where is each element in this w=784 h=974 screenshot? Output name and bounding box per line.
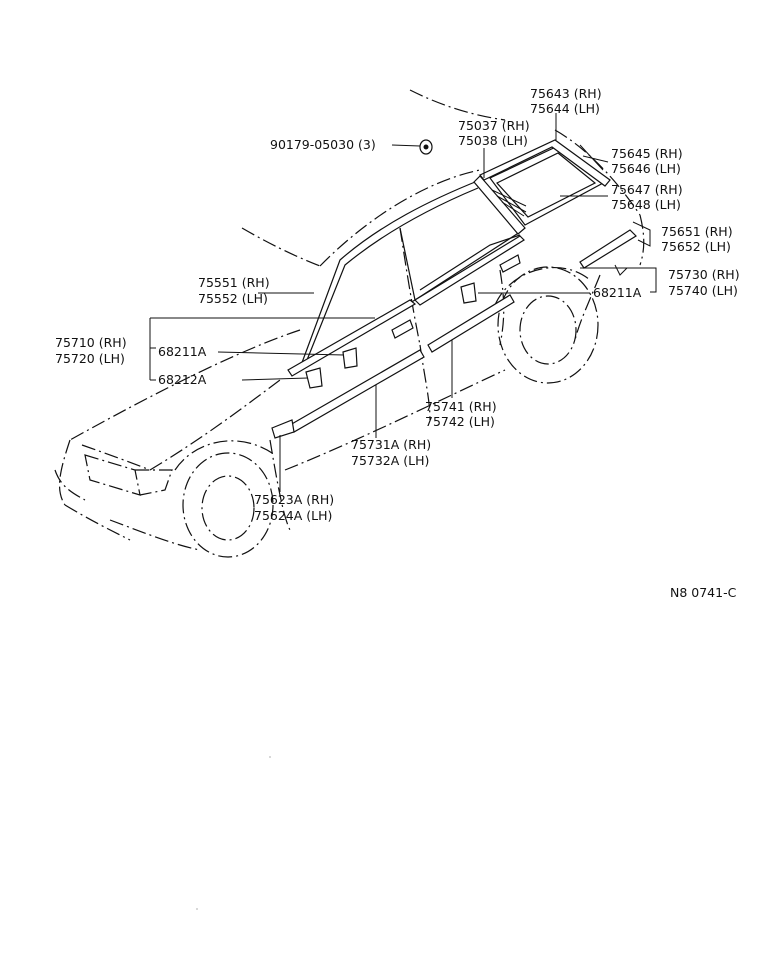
label-75710: 75710 (RH) [55, 335, 127, 350]
scan-speck [269, 756, 271, 758]
label-75720: 75720 (LH) [55, 351, 125, 366]
label-75646: 75646 (LH) [611, 161, 681, 176]
label-75647: 75647 (RH) [611, 182, 683, 197]
label-75730: 75730 (RH) [668, 267, 740, 282]
leader-lines [149, 113, 657, 492]
label-75742: 75742 (LH) [425, 414, 495, 429]
scan-speck [196, 908, 198, 910]
label-75644: 75644 (LH) [530, 101, 600, 116]
label-75732a: 75732A (LH) [351, 453, 429, 468]
label-75643: 75643 (RH) [530, 86, 602, 101]
label-75551: 75551 (RH) [198, 275, 270, 290]
label-68211a-left: 68211A [158, 344, 207, 359]
label-68211a-right: 68211A [593, 285, 642, 300]
label-75652: 75652 (LH) [661, 239, 731, 254]
part-labels: 75643 (RH) 75644 (LH) 75037 (RH) 75038 (… [55, 86, 740, 600]
label-75624a: 75624A (LH) [254, 508, 332, 523]
label-68212a: 68212A [158, 372, 207, 387]
label-75037: 75037 (RH) [458, 118, 530, 133]
label-75038: 75038 (LH) [458, 133, 528, 148]
label-75552: 75552 (LH) [198, 291, 268, 306]
label-90179: 90179-05030 (3) [270, 137, 376, 152]
label-75651: 75651 (RH) [661, 224, 733, 239]
diagram-code: N8 0741-C [670, 585, 737, 600]
label-75740: 75740 (LH) [668, 283, 738, 298]
label-75645: 75645 (RH) [611, 146, 683, 161]
car-body-outline [54, 89, 645, 558]
label-75623a: 75623A (RH) [254, 492, 334, 507]
mouldings [271, 139, 637, 439]
label-75741: 75741 (RH) [425, 399, 497, 414]
clips [305, 139, 628, 389]
label-75731a: 75731A (RH) [351, 437, 431, 452]
label-75648: 75648 (LH) [611, 197, 681, 212]
